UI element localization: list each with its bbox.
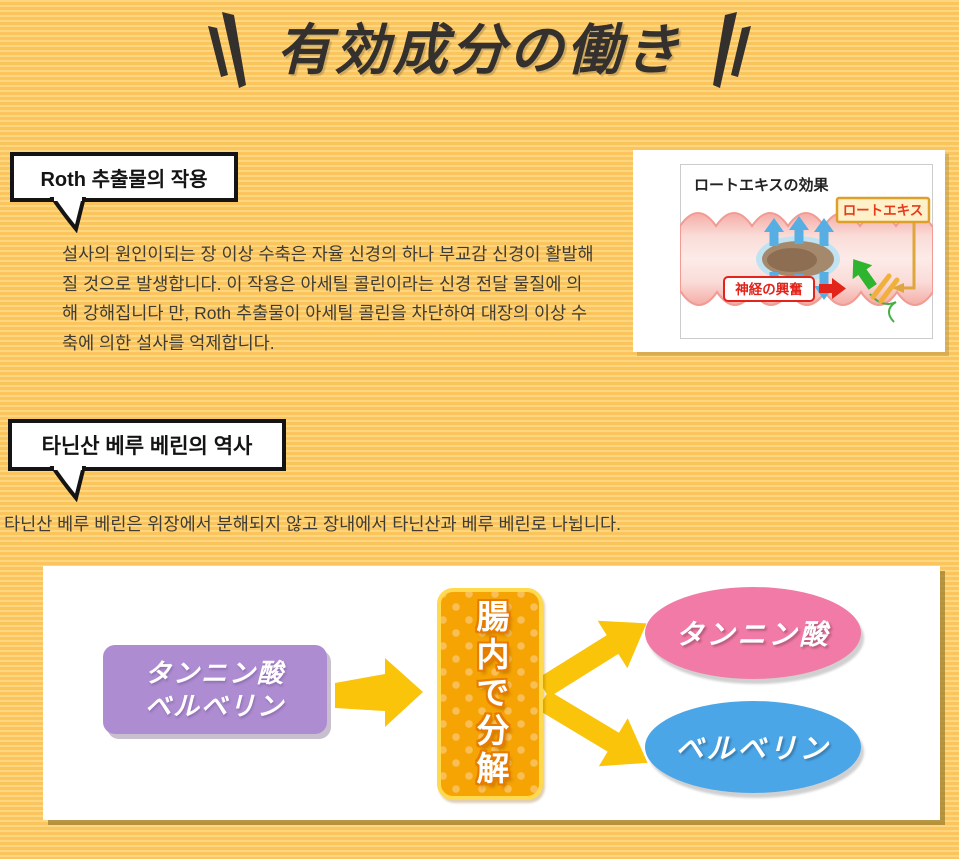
source-box-line2: ベルベリン [144, 690, 285, 721]
nerve-label: 神経の興奮 [735, 281, 803, 297]
paragraph-roth-line1: 설사의 원인이되는 장 이상 수축은 자율 신경의 하나 부교감 신경이 활발해 [62, 244, 594, 264]
block-mark-icon [870, 273, 900, 304]
paragraph-roth-line2: 질 것으로 발생합니다. 이 작용은 아세틸 콜린이라는 신경 전달 물질에 의 [62, 273, 583, 294]
process-label: 腸内で分解 [472, 599, 509, 789]
paragraph-roth: 설사의 원인이되는 장 이상 수축은 자율 신경의 하나 부교감 신경이 활발해… [62, 240, 622, 358]
red-arrow-icon [819, 278, 846, 299]
nerve-squiggle [869, 293, 897, 323]
result-blue-ellipse: ベルベリン [645, 701, 861, 793]
process-box: 腸内で分解 [437, 588, 543, 800]
connector-line [904, 222, 916, 290]
speed-lines-right-icon [712, 12, 751, 88]
right-arrow-icon [335, 658, 423, 727]
callout-roth-tail [49, 197, 87, 233]
intestine-diagram: ロートエキス 神経の興奮 ロートエキスの効果 [680, 164, 933, 339]
callout-tannin-tail [49, 466, 87, 502]
intestine-diagram-card: ロートエキス 神経の興奮 ロートエキスの効果 [633, 150, 945, 352]
result-pink-ellipse: タンニン酸 [645, 587, 861, 679]
page-header: 有効成分の働き [0, 10, 959, 92]
page-title: 有効成分の働き [276, 19, 683, 81]
source-box: タンニン酸 ベルベリン [103, 645, 327, 734]
result-bottom-label: ベルベリン [675, 733, 831, 764]
extract-label: ロートエキス [843, 203, 924, 218]
paragraph-roth-line3: 해 강해집니다 만, Roth 추출물이 아세틸 콜린을 차단하여 대장의 이상… [62, 303, 588, 323]
callout-roth-heading: Roth 추출물의 작용 [10, 152, 238, 202]
paragraph-tannin: 타닌산 베루 베린은 위장에서 분해되지 않고 장내에서 타닌산과 베루 베린로… [4, 514, 621, 534]
split-arrow-up-icon [537, 620, 647, 698]
result-top-label: タンニン酸 [675, 619, 831, 650]
speed-lines-left-icon [208, 12, 247, 88]
blue-up-arrows-icon [764, 216, 834, 246]
connector-arrowhead-icon [892, 283, 904, 293]
callout-tannin-heading: 타닌산 베루 베린의 역사 [8, 419, 286, 471]
paragraph-roth-line4: 축에 의한 설사를 억제합니다. [62, 332, 275, 353]
source-box-line1: タンニン酸 [144, 658, 285, 688]
stool-blob-core [767, 248, 817, 272]
callout-tannin-label: 타닌산 베루 베린의 역사 [41, 435, 253, 458]
callout-roth-label: Roth 추출물의 작용 [40, 168, 208, 191]
extract-label-box [835, 196, 931, 224]
split-arrow-down-icon [537, 690, 648, 767]
nerve-label-box [723, 276, 815, 302]
diagram-title: ロートエキスの効果 [694, 176, 830, 194]
green-nerve-arrow-icon [852, 259, 877, 290]
breakdown-panel: タンニン酸 ベルベリン 腸内で分解 タンニン酸 ベルベリン [43, 566, 940, 820]
